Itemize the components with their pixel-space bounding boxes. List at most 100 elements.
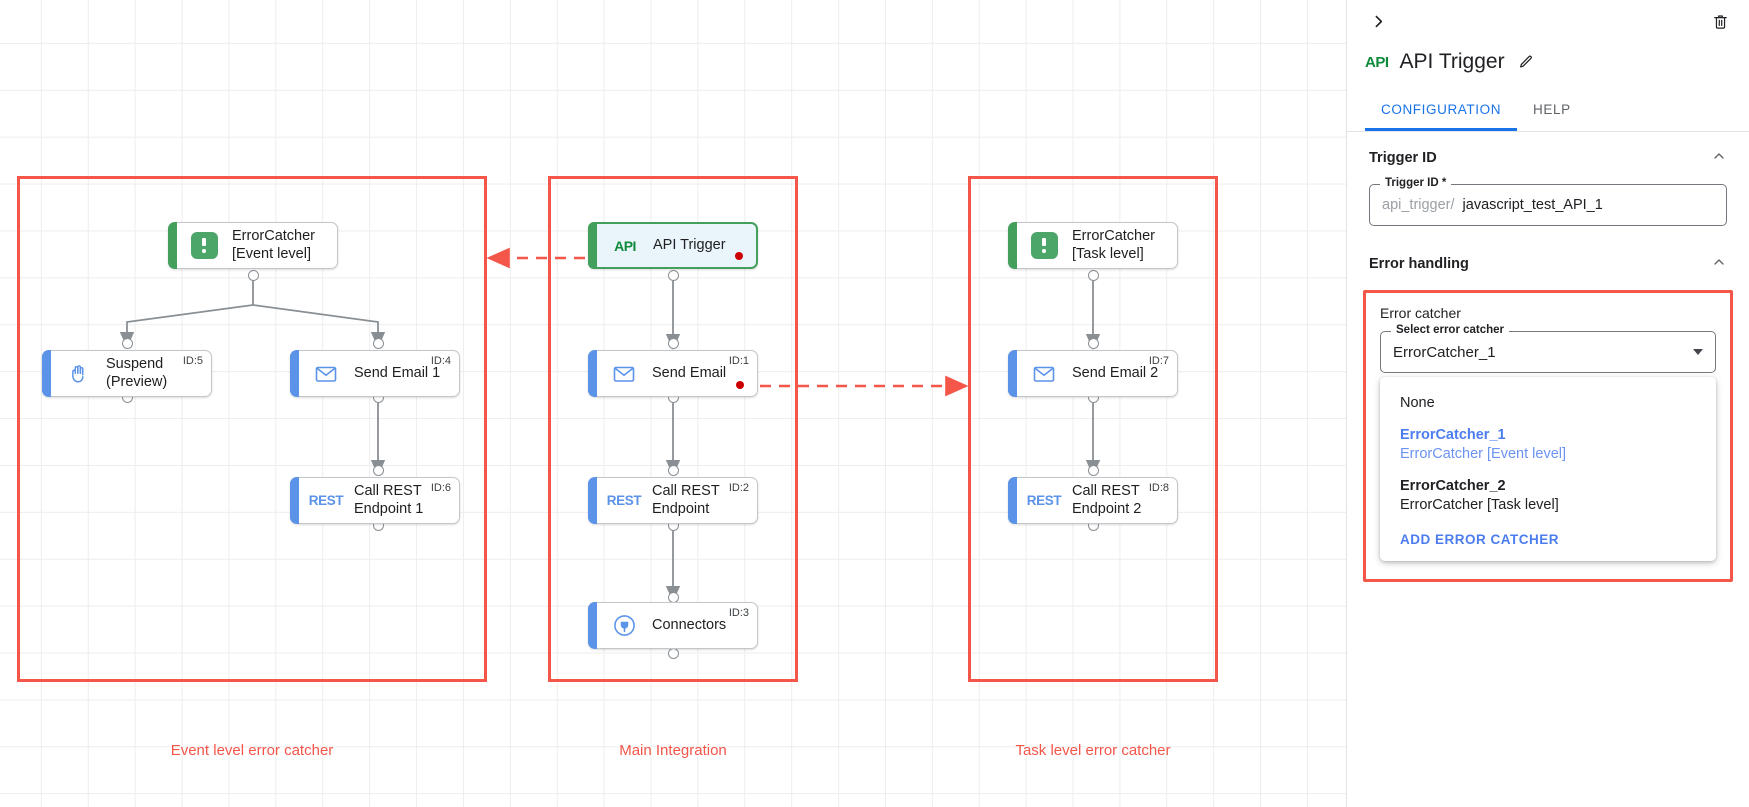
chevron-down-icon[interactable]	[1693, 349, 1703, 355]
envelope-icon	[609, 359, 639, 389]
node-call-rest-endpoint-1[interactable]: REST Call REST Endpoint 1 ID:6	[290, 477, 460, 524]
errorcatcher-icon	[189, 231, 219, 261]
node-id: ID:4	[430, 355, 451, 367]
chevron-right-icon[interactable]	[1365, 8, 1391, 34]
node-accent-bar	[1008, 350, 1017, 397]
select-error-catcher-value: ErrorCatcher_1	[1393, 343, 1496, 361]
trash-icon[interactable]	[1707, 8, 1733, 34]
port[interactable]	[373, 338, 384, 349]
api-icon: API	[1365, 53, 1389, 71]
group-box-event-level	[17, 176, 487, 682]
errorcatcher-icon	[1029, 231, 1059, 261]
node-label: Call REST Endpoint 1	[354, 483, 424, 517]
envelope-icon	[1029, 359, 1059, 389]
section-trigger-id-header[interactable]: Trigger ID	[1347, 132, 1749, 184]
port[interactable]	[122, 338, 133, 349]
node-label: Send Email 2	[1072, 364, 1159, 381]
tab-configuration[interactable]: CONFIGURATION	[1365, 96, 1518, 131]
select-error-catcher-legend: Select error catcher	[1391, 324, 1510, 336]
chevron-up-icon[interactable]	[1711, 148, 1727, 169]
node-id: ID:6	[430, 482, 451, 494]
error-catcher-highlight-box: Error catcher Select error catcher Error…	[1363, 290, 1733, 582]
add-error-catcher-button[interactable]: ADD ERROR CATCHER	[1400, 531, 1559, 547]
dropdown-option-errorcatcher-1[interactable]: ErrorCatcher_1 ErrorCatcher [Event level…	[1380, 420, 1716, 471]
node-label: Call REST Endpoint	[652, 483, 720, 517]
node-errorcatcher-task[interactable]: ErrorCatcher [Task level]	[1008, 222, 1178, 269]
rest-icon: REST	[606, 493, 642, 508]
dropdown-option-primary: ErrorCatcher_1	[1400, 426, 1506, 443]
error-catcher-dropdown[interactable]: None ErrorCatcher_1 ErrorCatcher [Event …	[1380, 377, 1716, 561]
node-send-email[interactable]: Send Email ID:1	[588, 350, 758, 397]
connectors-icon	[609, 611, 639, 641]
node-connectors[interactable]: Connectors ID:3	[588, 602, 758, 649]
group-caption-event-level: Event level error catcher	[170, 742, 334, 759]
rest-icon: REST	[1026, 493, 1062, 508]
node-accent-bar	[290, 350, 299, 397]
trigger-id-input[interactable]: Trigger ID * api_trigger/ javascript_tes…	[1369, 177, 1727, 226]
details-panel: API API Trigger CONFIGURATION HELP Trigg…	[1346, 0, 1749, 807]
trigger-id-field-wrap: Trigger ID * api_trigger/ javascript_tes…	[1347, 177, 1749, 226]
page-title: API Trigger	[1399, 50, 1505, 73]
node-call-rest-endpoint[interactable]: REST Call REST Endpoint ID:2	[588, 477, 758, 524]
node-accent-bar	[1008, 222, 1017, 269]
node-api-trigger[interactable]: API API Trigger	[588, 222, 758, 269]
node-accent-bar	[42, 350, 51, 397]
port[interactable]	[1088, 465, 1099, 476]
pencil-icon[interactable]	[1516, 52, 1536, 72]
node-id: ID:1	[728, 355, 749, 367]
select-error-catcher[interactable]: Select error catcher ErrorCatcher_1	[1380, 324, 1716, 373]
node-id: ID:2	[728, 482, 749, 494]
section-title: Trigger ID	[1369, 150, 1437, 166]
port[interactable]	[1088, 338, 1099, 349]
node-label: Suspend (Preview)	[106, 356, 168, 390]
workflow-canvas[interactable]: Event level error catcher Main Integrati…	[0, 0, 1346, 807]
node-errorcatcher-event[interactable]: ErrorCatcher [Event level]	[168, 222, 338, 269]
error-catcher-label: Error catcher	[1380, 305, 1461, 321]
node-label: ErrorCatcher [Event level]	[232, 228, 315, 262]
node-label: Call REST Endpoint 2	[1072, 483, 1142, 517]
trigger-id-legend: Trigger ID *	[1380, 177, 1452, 189]
dropdown-option-primary: ErrorCatcher_2	[1400, 477, 1506, 494]
dropdown-option-secondary: ErrorCatcher [Event level]	[1400, 446, 1567, 463]
panel-title-row: API API Trigger	[1347, 42, 1749, 80]
dropdown-option-errorcatcher-2[interactable]: ErrorCatcher_2 ErrorCatcher [Task level]	[1380, 471, 1716, 522]
port[interactable]	[373, 465, 384, 476]
node-send-email-1[interactable]: Send Email 1 ID:4	[290, 350, 460, 397]
trigger-id-prefix: api_trigger/	[1382, 197, 1455, 213]
node-label: API Trigger	[653, 236, 726, 253]
node-label: Connectors	[652, 616, 727, 633]
node-label: Send Email 1	[354, 364, 441, 381]
port[interactable]	[668, 338, 679, 349]
node-accent-bar	[290, 477, 299, 524]
port[interactable]	[668, 465, 679, 476]
port[interactable]	[668, 648, 679, 659]
port[interactable]	[248, 270, 259, 281]
dropdown-option-none[interactable]: None	[1380, 388, 1716, 420]
node-label: ErrorCatcher [Task level]	[1072, 228, 1155, 262]
node-accent-bar	[1008, 477, 1017, 524]
tab-help[interactable]: HELP	[1533, 102, 1571, 117]
port[interactable]	[1088, 270, 1099, 281]
node-id: ID:3	[728, 607, 749, 619]
node-accent-bar	[588, 602, 597, 649]
panel-tabs: CONFIGURATION HELP	[1347, 96, 1749, 132]
dropdown-option-secondary: ErrorCatcher [Task level]	[1400, 497, 1559, 514]
node-accent-bar	[588, 222, 597, 269]
port[interactable]	[668, 270, 679, 281]
dropdown-option-primary: None	[1400, 395, 1435, 411]
error-indicator-dot	[735, 252, 743, 260]
trigger-id-value: javascript_test_API_1	[1462, 197, 1603, 213]
chevron-up-icon[interactable]	[1711, 254, 1727, 275]
node-id: ID:8	[1148, 482, 1169, 494]
node-suspend-preview[interactable]: Suspend (Preview) ID:5	[42, 350, 212, 397]
section-error-handling-header[interactable]: Error handling	[1347, 238, 1749, 290]
node-id: ID:5	[182, 355, 203, 367]
group-caption-task-level: Task level error catcher	[1015, 742, 1171, 759]
envelope-icon	[311, 359, 341, 389]
node-send-email-2[interactable]: Send Email 2 ID:7	[1008, 350, 1178, 397]
node-call-rest-endpoint-2[interactable]: REST Call REST Endpoint 2 ID:8	[1008, 477, 1178, 524]
group-caption-main-integration: Main Integration	[619, 742, 727, 759]
hand-icon	[63, 359, 93, 389]
error-indicator-dot	[736, 381, 744, 389]
section-title: Error handling	[1369, 256, 1469, 272]
